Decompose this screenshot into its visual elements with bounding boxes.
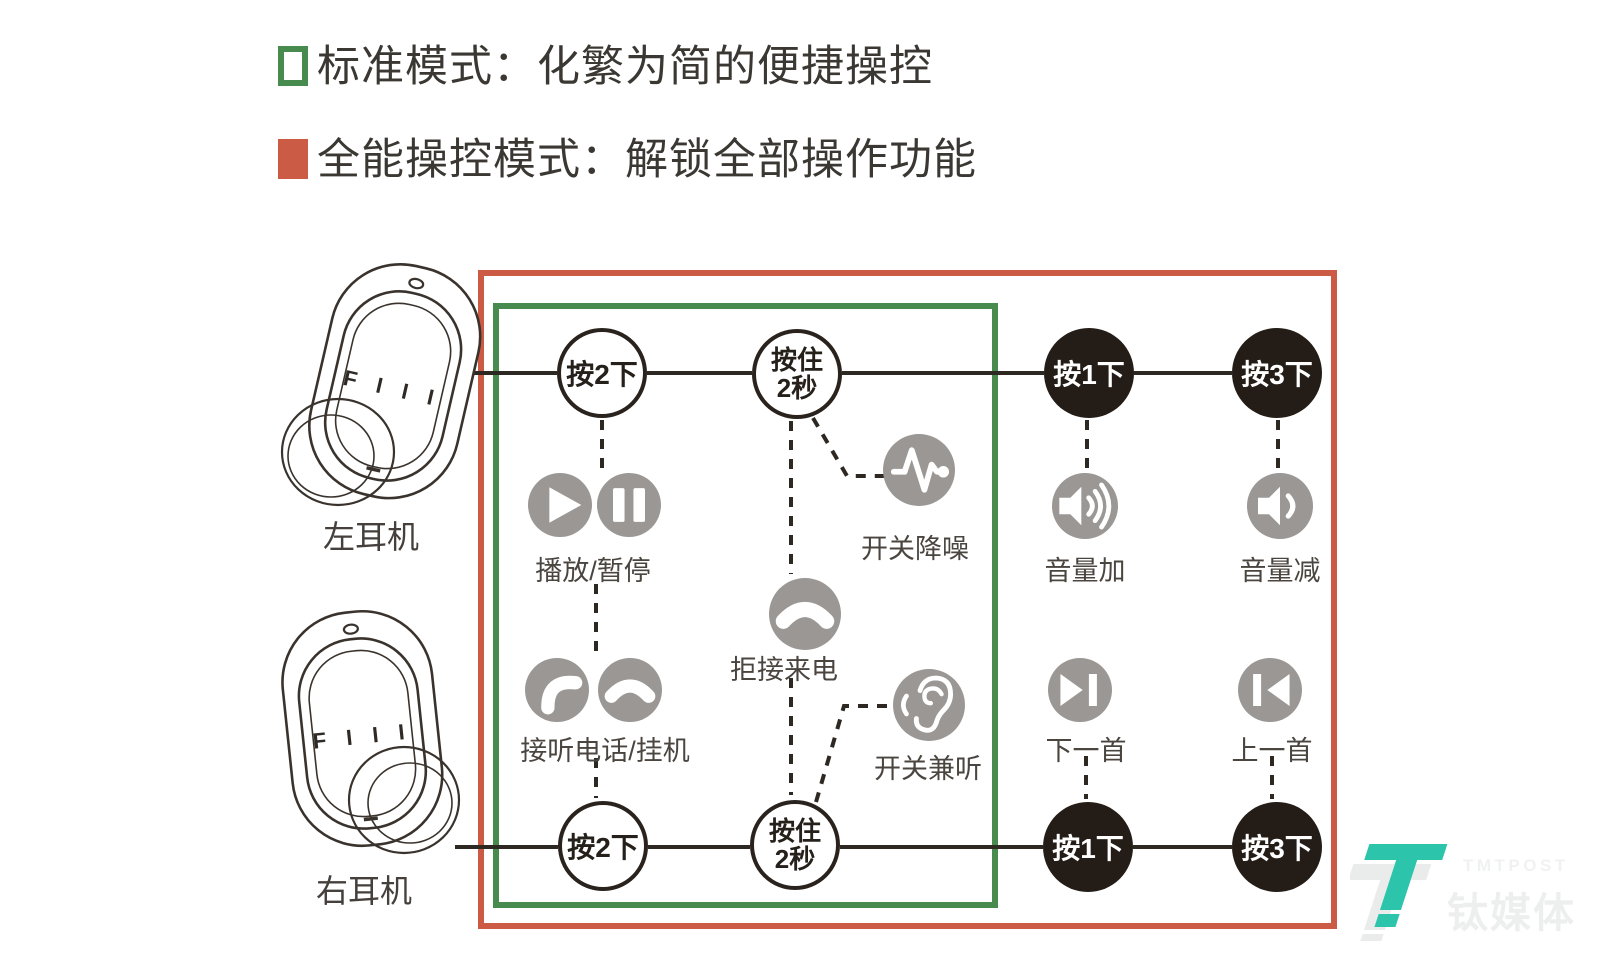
top-right-press1-button: 按1下	[1044, 328, 1134, 418]
left-earbud-label: 左耳机	[322, 519, 420, 555]
bottom-left-press2-button: 按2下	[558, 801, 648, 891]
previous-track-icon	[1238, 658, 1302, 722]
ambient-sound-label: 开关兼听	[874, 754, 982, 784]
standard-mode-legend-label: 标准模式：化繁为简的便捷操控	[317, 43, 933, 91]
top-left-press2-button: 按2下	[557, 328, 647, 418]
tmtpost-chinese-wordmark: 钛媒体	[1447, 890, 1576, 936]
volume-up-label: 音量加	[1044, 556, 1126, 586]
right-earbud-brand: F I I I	[312, 718, 413, 753]
prev-track-label: 上一首	[1231, 736, 1313, 766]
top-right-press3-button: 按3下	[1232, 328, 1322, 418]
standard-mode-frame	[493, 303, 998, 908]
left-earbud-brand: F I I I	[341, 365, 443, 412]
ear-icon	[893, 669, 965, 741]
right-eartip	[347, 745, 461, 855]
full-mode-legend-label: 全能操控模式：解锁全部操作功能	[317, 136, 977, 184]
reject-call-icon	[769, 578, 841, 650]
full-mode-frame	[478, 270, 1337, 929]
volume-down-icon	[1247, 473, 1313, 539]
top-right-press3-text: 按3下	[1241, 359, 1313, 390]
tmtpost-wordmark: TMTPOST	[1463, 856, 1569, 875]
bottom-right-press3-text: 按3下	[1241, 833, 1313, 864]
next-track-icon	[1048, 658, 1112, 722]
top-right-press1-text: 按1下	[1053, 359, 1125, 390]
play-icon	[528, 473, 592, 537]
right-earbud-illustration: F I I I	[281, 609, 461, 855]
reject-call-label: 拒接来电	[730, 655, 838, 685]
bottom-right-press1-button: 按1下	[1043, 802, 1133, 892]
noise-cancel-label: 开关降噪	[861, 534, 969, 564]
answer-call-icon	[525, 658, 589, 722]
bottom-left-press2-text: 按2下	[567, 832, 639, 863]
answer-hangup-label: 接听电话/挂机	[520, 736, 690, 766]
top-left-press2-text: 按2下	[566, 359, 638, 390]
left-eartip	[280, 397, 396, 507]
volume-down-label: 音量减	[1239, 556, 1321, 586]
volume-up-icon	[1052, 473, 1118, 539]
bottom-right-press1-text: 按1下	[1052, 833, 1124, 864]
right-earbud-label: 右耳机	[315, 873, 413, 909]
standard-mode-legend-swatch	[278, 46, 308, 86]
hangup-call-icon	[598, 658, 662, 722]
left-earbud-illustration: F I I I	[280, 262, 482, 507]
next-track-label: 下一首	[1045, 736, 1127, 766]
bottom-right-press3-button: 按3下	[1232, 802, 1322, 892]
full-mode-legend-swatch	[278, 139, 308, 179]
waveform-icon	[883, 434, 955, 506]
play-pause-label: 播放/暂停	[535, 556, 651, 586]
pause-icon	[597, 473, 661, 537]
